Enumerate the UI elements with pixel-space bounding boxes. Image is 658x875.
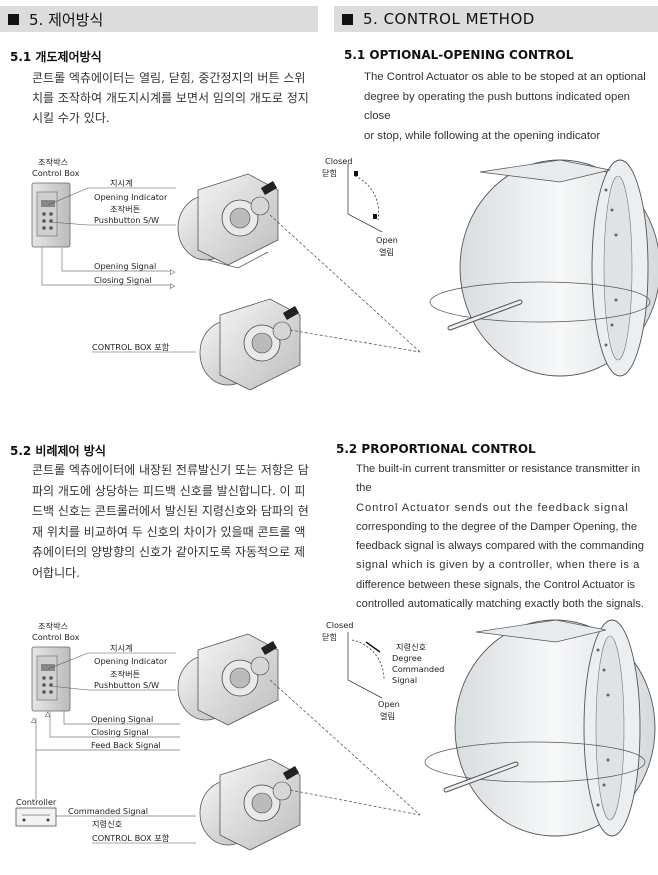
text-line: controlled automatically matching exactl… [356,598,644,611]
section2-korean-body: 콘트롤 엑츄에이터에 내장된 전류발신기 또는 저항은 담 파의 개도에 상당하… [32,460,309,583]
control-box-label-en: Control Box [32,632,80,642]
text-line: The Control Actuator os able to be stope… [364,71,646,83]
text-line: Control Actuator sends out the feedback … [356,501,629,514]
pushbutton-label-ko: 조작버튼 [110,669,141,679]
square-bullet-icon [8,13,19,25]
section2-english-title: 5.2 PROPORTIONAL CONTROL [336,442,536,456]
indicator-label-ko: 지시계 [110,643,133,653]
text-line: corresponding to the degree of the Dampe… [356,520,638,533]
indicator-label-en: Opening Indicator [94,192,168,202]
open-label-en: Open [378,699,400,709]
pushbutton-label-ko: 조작버튼 [110,204,141,214]
control-box-icon [31,646,71,712]
actuator-icon [199,298,301,391]
section2-korean-title: 5.2 비례제어 방식 [10,444,106,458]
degree-label-line3: Signal [392,675,417,685]
header-korean-text: 5. 제어방식 [29,10,104,29]
closing-signal-label: Closing Signal [91,727,149,737]
text-line: 시킬 수가 있다. [32,111,110,125]
section1-korean-body: 콘트롤 엑츄에이터는 열림, 닫힘, 중간정지의 버튼 스위 치를 조작하여 개… [32,68,309,128]
control-box-label-ko: 조작박스 [38,621,69,631]
arrow-up-icon: △ [31,716,37,724]
diagram-proportional: 조작박스 Control Box 지시계 Opening Indicator 조… [15,619,656,851]
open-label-ko: 열림 [379,247,394,257]
section-header-english: 5. CONTROL METHOD [334,6,658,32]
closed-label-en: Closed [326,620,354,630]
text-line: feedback signal is always compared with … [356,540,644,553]
text-line: 파의 개도에 상당하는 피드백 신호를 발신합니다. 이 피 [32,483,306,498]
text-line: 콘트롤 엑츄에이터에 내장된 전류발신기 또는 저항은 담 [32,463,309,477]
control-box-icon [31,182,71,248]
section1-korean-title: 5.1 개도제어방식 [10,50,102,64]
arrow-up-icon: △ [45,710,51,718]
section2-english-body: The built-in current transmitter or resi… [356,460,658,614]
indicator-label-ko: 지시계 [110,178,133,188]
closed-label-ko: 닫힘 [322,168,337,178]
damper-valve-icon [424,619,656,837]
closed-label-ko: 닫힘 [322,632,337,642]
actuator-icon [199,758,301,851]
text-line: 콘트롤 엑츄에이터는 열림, 닫힘, 중간정지의 버튼 스위 [32,71,306,85]
actuator-icon [177,633,279,726]
section-header-korean: 5. 제어방식 [0,6,318,32]
diagram-optional-opening: 조작박스 Control Box 지시계 Opening Indicator 조… [31,156,658,391]
closed-label-en: Closed [325,156,353,166]
text-line: The built-in current transmitter or resi… [356,463,641,495]
closing-signal-label: Closing Signal [94,275,152,285]
controller-icon [15,807,57,827]
control-box-label-en: Control Box [32,168,80,178]
text-line: 츄에이터의 양방향의 신호가 같아지도록 자동적으로 제 [32,545,305,559]
text-line: signal which is given by a controller, w… [356,559,640,572]
damper-valve-icon [429,159,658,377]
feedback-signal-label: Feed Back Signal [91,740,161,750]
indicator-label-en: Opening Indicator [94,656,168,666]
text-line: or stop, while following at the opening … [364,129,601,142]
opening-signal-label: Opening Signal [94,261,156,271]
control-box-included-label: CONTROL BOX 포함 [92,833,170,843]
square-bullet-icon [342,13,353,25]
pointer-mark-icon [373,214,377,219]
degree-label-ko: 지령신호 [396,642,427,652]
header-english-text: 5. CONTROL METHOD [363,10,535,28]
arrow-right-icon: ▷ [170,282,176,290]
text-line: degree by operating the push buttons ind… [364,90,630,123]
text-line: 드백 신호는 콘트롤러에서 발신된 지령신호와 담파의 현 [32,504,309,518]
controller-label: Controller [16,797,57,807]
pushbutton-label-en: Pushbutton S/W [94,215,159,225]
opening-signal-label: Opening Signal [91,714,153,724]
degree-label-line1: Degree [392,653,422,663]
pointer-mark-icon [354,171,358,176]
pushbutton-label-en: Pushbutton S/W [94,680,159,690]
arrow-right-icon: ▷ [170,268,176,276]
commanded-signal-label: Commanded Signal [68,806,148,816]
text-line: 어합니다. [32,565,80,580]
degree-label-line2: Commanded [392,664,444,674]
text-line: 재 위치를 비교하여 두 신호의 차이가 있을때 콘트롤 액 [32,524,306,539]
text-line: 치를 조작하여 개도지시계를 보면서 임의의 개도로 정지 [32,91,309,105]
section1-english-title: 5.1 OPTIONAL-OPENING CONTROL [344,48,574,62]
commanded-signal-label-ko: 지령신호 [92,819,123,829]
open-label-en: Open [376,235,398,245]
text-line: difference between these signals, the Co… [356,578,636,591]
open-label-ko: 열림 [380,711,395,721]
actuator-icon [177,173,279,269]
section1-english-body: The Control Actuator os able to be stope… [364,68,658,146]
control-box-included-label: CONTROL BOX 포함 [92,342,170,352]
control-box-label-ko: 조작박스 [38,157,69,167]
